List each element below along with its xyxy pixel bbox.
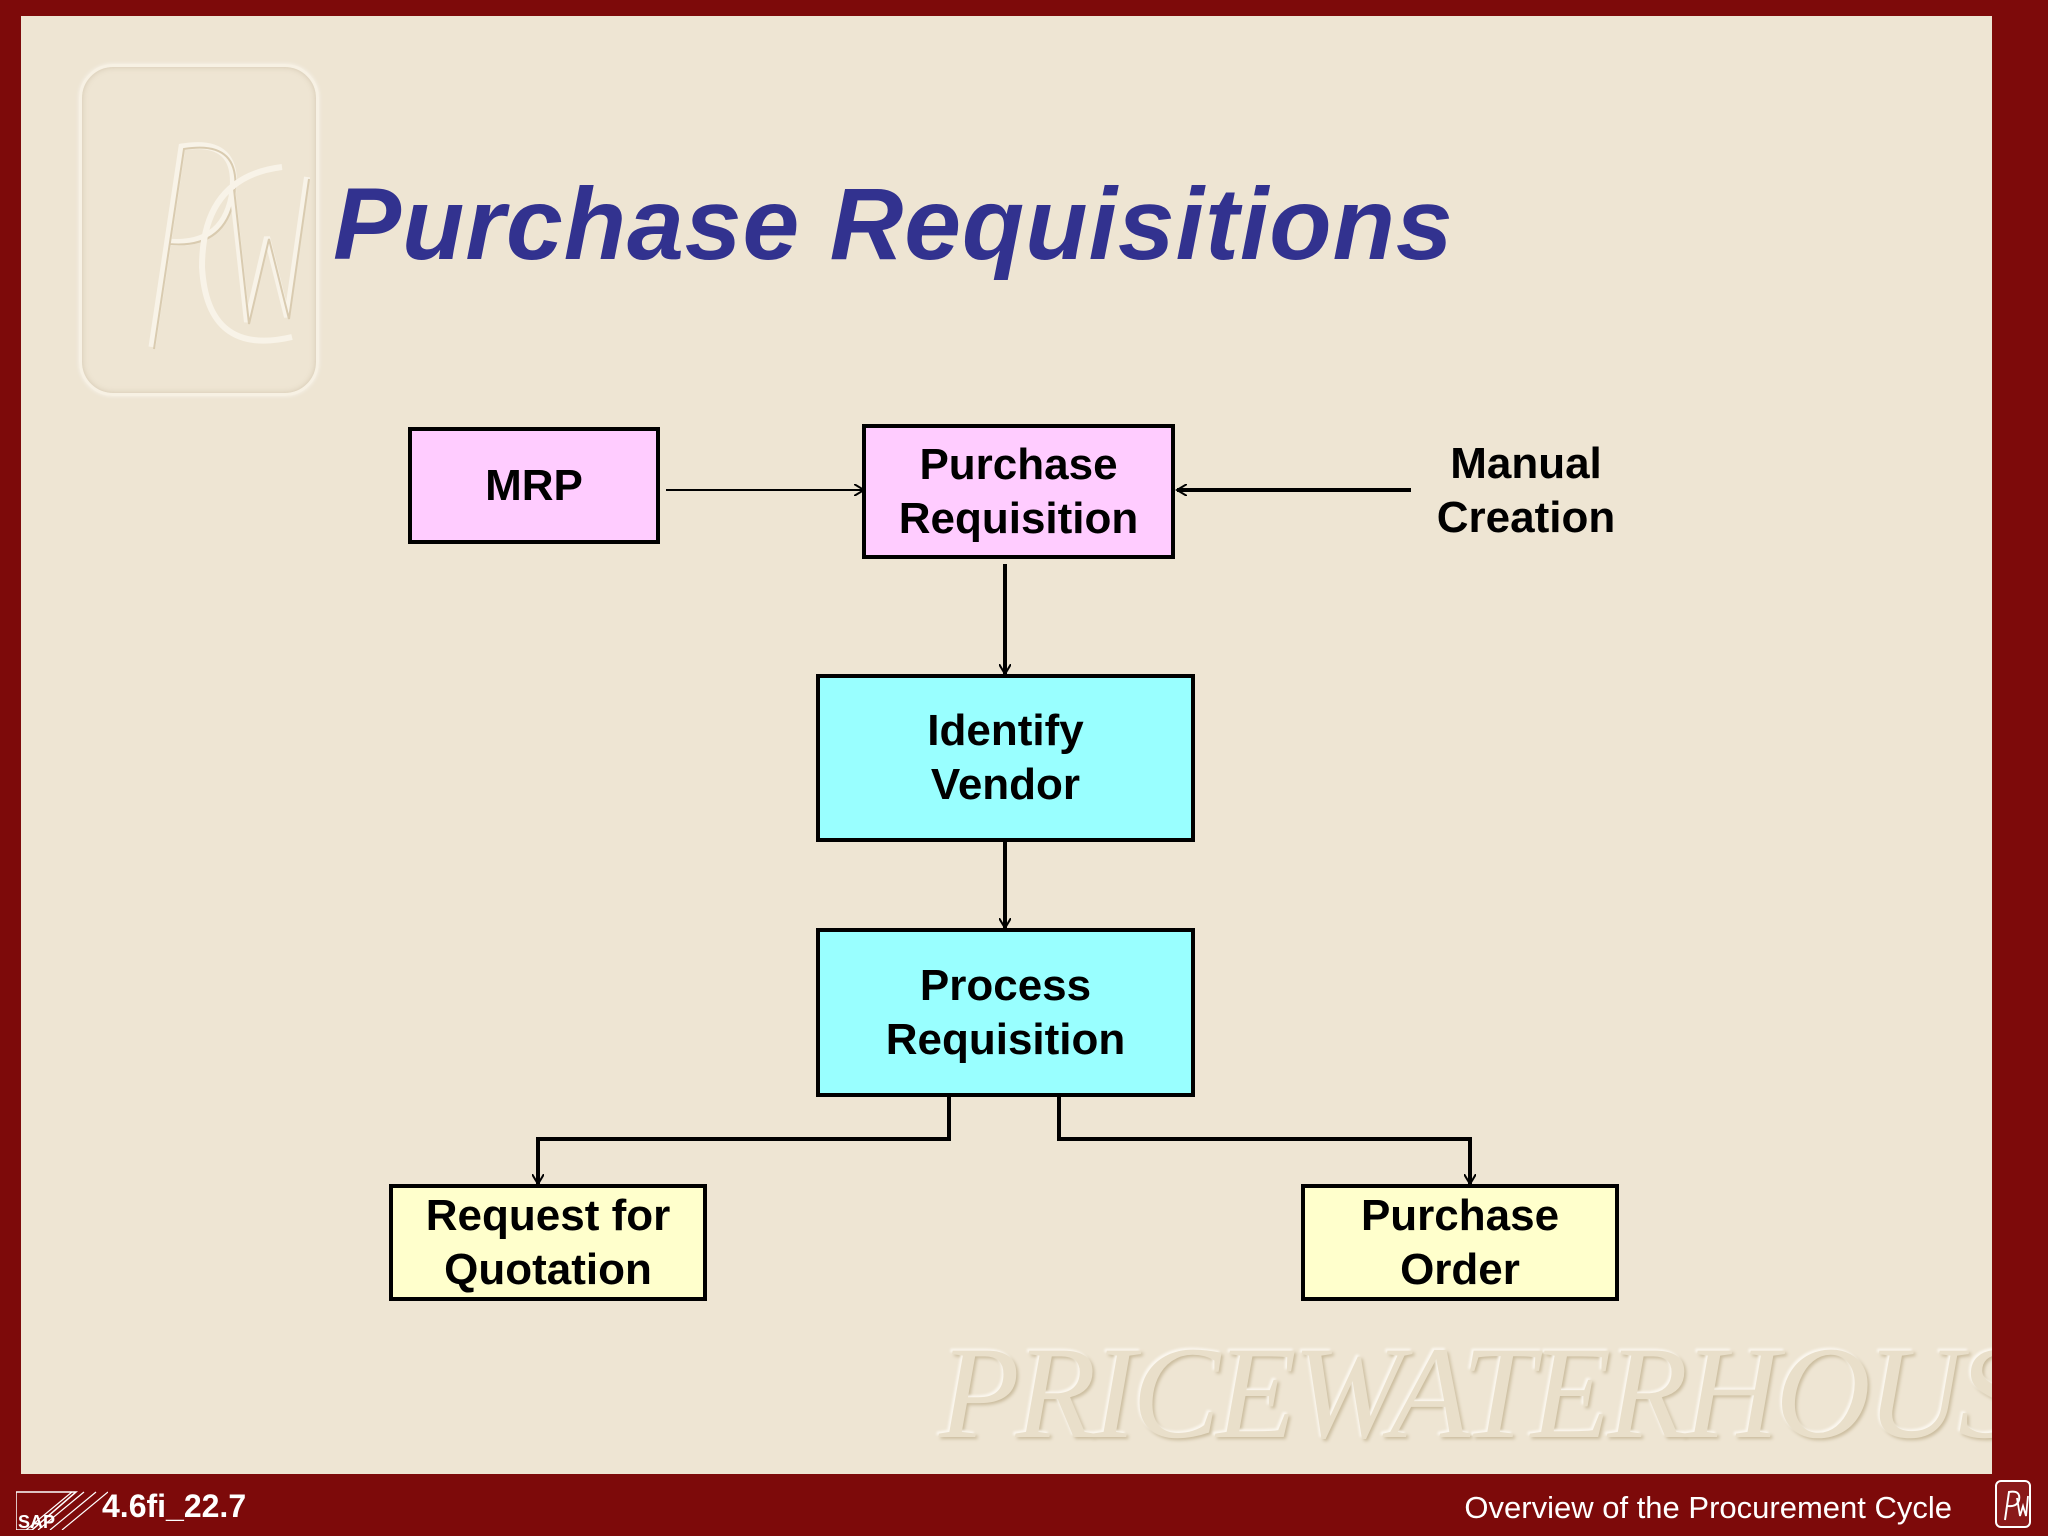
sap-logo-text: SAP xyxy=(18,1512,55,1530)
slide-canvas: Purchase Requisitions MRP Purchase Requi… xyxy=(21,16,1992,1474)
pwc-watermark: PRICEWATERHOUSECOOPERS xyxy=(939,1319,1992,1466)
footer-bar: SAP 4.6fi_22.7 Overview of the Procureme… xyxy=(0,1474,2048,1536)
diagram-connectors xyxy=(21,16,1992,1474)
pwc-monogram-icon xyxy=(148,142,310,350)
sap-logo-icon: SAP xyxy=(16,1491,108,1530)
node-manual-creation: Manual Creation xyxy=(1436,439,1616,542)
node-process-requisition: Process Requisition xyxy=(816,928,1195,1097)
footer-pwc-logo-icon xyxy=(1995,1480,2031,1528)
slide-code: 4.6fi_22.7 xyxy=(102,1488,247,1524)
slide-title: Purchase Requisitions xyxy=(333,167,1454,281)
node-mrp: MRP xyxy=(408,427,660,544)
node-identify-vendor: Identify Vendor xyxy=(816,674,1195,842)
pwc-logo xyxy=(79,64,319,396)
footer-title: Overview of the Procurement Cycle xyxy=(1464,1490,1952,1525)
node-purchase-order: Purchase Order xyxy=(1301,1184,1619,1301)
edge-process-requisition-to-purchase-order xyxy=(1057,1094,1470,1184)
node-purchase-requisition: Purchase Requisition xyxy=(862,424,1175,559)
edge-process-requisition-to-request-for-quotation xyxy=(538,1094,951,1184)
node-request-for-quotation: Request for Quotation xyxy=(389,1184,707,1301)
